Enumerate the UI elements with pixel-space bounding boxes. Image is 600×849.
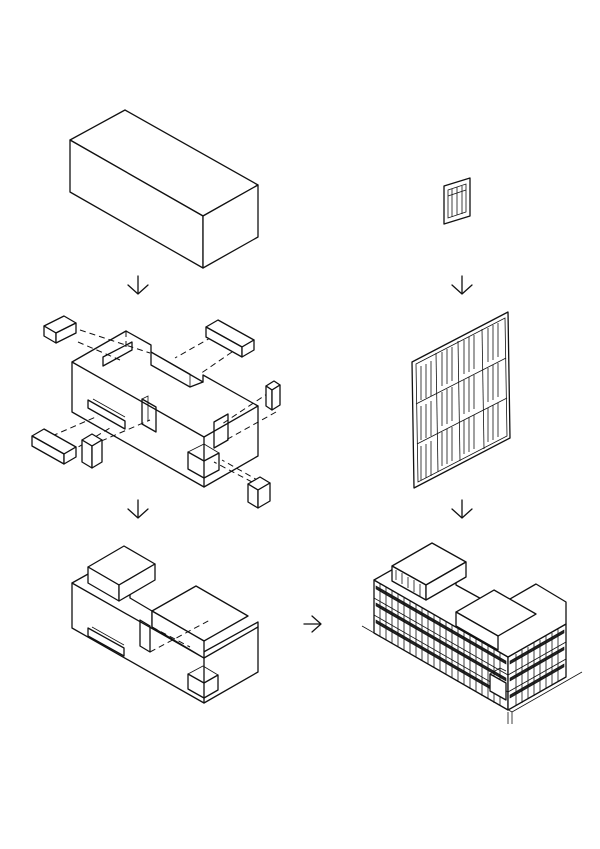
floating-volume-top-right	[205, 319, 255, 358]
arrow-down-icon	[127, 499, 149, 519]
subtracted-volumes-exploded	[31, 315, 281, 509]
floating-volume-bottom-right	[247, 476, 271, 509]
facade-window-mullions	[420, 323, 499, 480]
facade-grid	[411, 311, 511, 489]
floating-volume-right	[265, 380, 281, 411]
carved-massing	[71, 545, 259, 704]
arrow-down-icon	[127, 275, 149, 295]
building-facade-right	[507, 629, 567, 706]
floating-volume-top-left	[43, 315, 77, 344]
arrow-down-icon	[451, 275, 473, 295]
building-facade-left	[373, 584, 509, 706]
single-window-module	[443, 177, 471, 225]
floating-volume-bottom-left	[31, 428, 77, 465]
massing-box	[69, 109, 259, 269]
floating-volume-pillar	[81, 433, 103, 469]
final-building	[361, 542, 583, 724]
arrow-down-icon	[451, 499, 473, 519]
arrow-right-icon	[303, 615, 322, 633]
